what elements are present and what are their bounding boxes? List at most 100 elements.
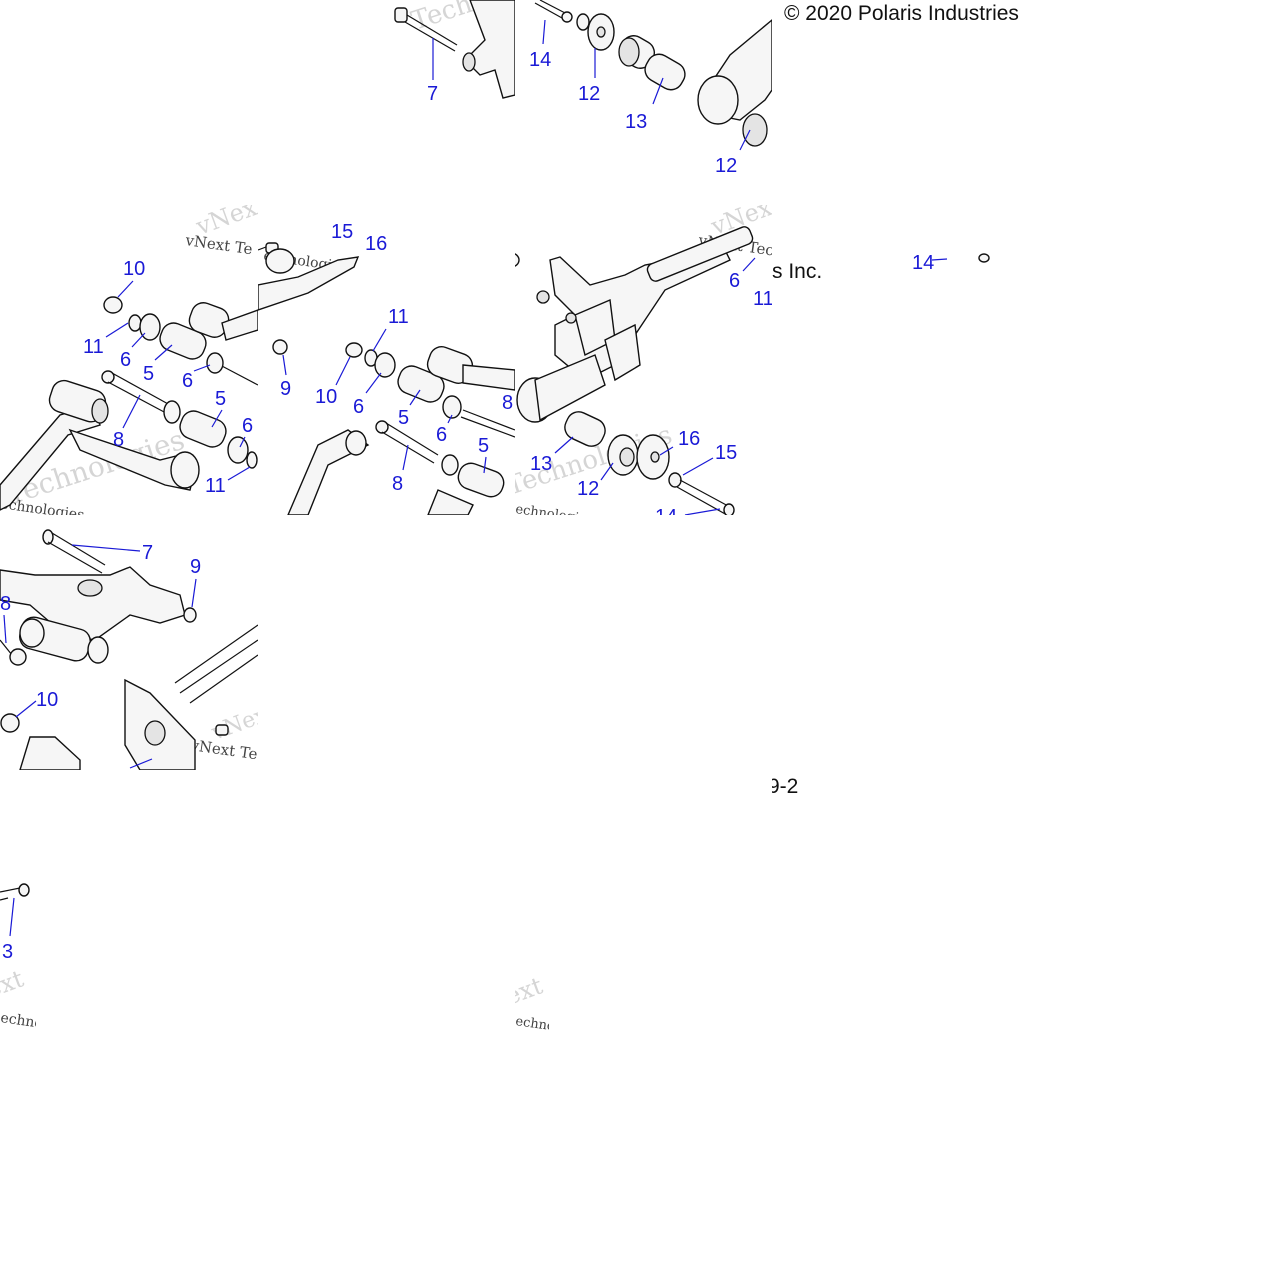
bushing-shape xyxy=(564,411,606,447)
callout-6: 6 xyxy=(353,396,364,418)
tile-page-fragment-art: 9-2 xyxy=(772,775,798,798)
washer-shape xyxy=(441,454,459,476)
arm-shape xyxy=(287,429,474,515)
copyright-text: © 2020 Polaris Industries xyxy=(784,2,1019,25)
callout-5-b: 5 xyxy=(478,435,489,457)
nut-shape xyxy=(183,607,197,623)
tile-right-frame-art: vNext Technologies vNext Technologies ec… xyxy=(515,205,772,515)
bushing-shape xyxy=(618,35,656,69)
leader-line xyxy=(372,328,387,352)
leader-line xyxy=(227,466,251,481)
callout-8: 8 xyxy=(0,593,11,615)
leader-line xyxy=(409,389,421,406)
callout-8-b: 8 xyxy=(502,392,513,414)
watermark-text: echnologies xyxy=(515,502,594,515)
callout-6-b: 6 xyxy=(182,370,193,392)
callout-11: 11 xyxy=(388,306,409,328)
tile-right-fragment: s Inc. 14 xyxy=(772,245,1000,285)
nut-shape xyxy=(515,253,520,267)
leader-line xyxy=(739,129,751,151)
callout-5: 5 xyxy=(398,407,409,429)
bolt-shape xyxy=(42,529,106,574)
leader-line xyxy=(105,322,129,338)
callout-10: 10 xyxy=(315,386,337,408)
callout-15: 15 xyxy=(331,221,353,243)
bolt-tip-shape xyxy=(978,253,990,263)
leader-line xyxy=(131,332,146,348)
leader-line xyxy=(554,436,574,454)
nut-shape xyxy=(103,296,123,314)
watermark-text: ext xyxy=(0,964,28,1003)
washer-shape xyxy=(636,434,670,480)
callout-7: 7 xyxy=(427,83,438,105)
leader-line xyxy=(122,394,141,429)
arm-shape xyxy=(188,302,258,386)
tile-bottom-center-art: ext echno xyxy=(515,975,549,1030)
washer-shape xyxy=(246,451,258,469)
tile-center-arm: echnologies xyxy=(258,205,515,515)
bolt-shape xyxy=(375,420,439,464)
bushing-shape xyxy=(457,462,505,498)
leader-line xyxy=(193,364,211,372)
leader-line xyxy=(652,77,664,105)
tile-bottom-center: ext echno xyxy=(515,975,549,1030)
copyright-fragment: s Inc. xyxy=(772,260,822,283)
callout-7: 7 xyxy=(142,542,153,564)
callout-13: 13 xyxy=(625,111,647,133)
callout-9: 9 xyxy=(280,378,291,400)
callout-11-b: 11 xyxy=(205,475,226,497)
callout-16: 16 xyxy=(678,428,700,450)
leader-line xyxy=(483,456,487,474)
bolt-shape xyxy=(0,639,27,666)
bolt-shape xyxy=(394,7,458,52)
callout-6: 6 xyxy=(729,270,740,292)
callout-13: 13 xyxy=(530,453,552,475)
watermark-text: echno xyxy=(0,1010,36,1030)
plate-shape xyxy=(0,678,229,770)
arm-shape xyxy=(258,248,360,311)
bushing-shape xyxy=(179,410,227,448)
washer-shape xyxy=(374,352,396,378)
watermark-text: echno xyxy=(515,1014,549,1030)
bushing-shape xyxy=(159,322,207,360)
leader-line xyxy=(282,354,287,376)
leader-line xyxy=(931,258,948,261)
leader-line xyxy=(3,614,7,644)
watermark-text: vNext Te xyxy=(183,231,253,258)
tile-page-fragment: 9-2 xyxy=(772,770,812,800)
tile-pivot-bushings-art: 14 12 13 12 xyxy=(529,0,772,177)
bolt-shape xyxy=(534,0,573,23)
arm-shape xyxy=(0,379,200,511)
bolt-shape xyxy=(101,370,171,414)
callout-5: 5 xyxy=(143,363,154,385)
leader-line xyxy=(15,700,37,718)
callout-3: 3 xyxy=(2,941,13,963)
callout-11: 11 xyxy=(83,336,104,358)
callout-8: 8 xyxy=(113,429,124,451)
tile-bottom-left-art: 3 ext echno xyxy=(0,883,36,1030)
bushing-shape xyxy=(607,434,639,476)
callout-5-b: 5 xyxy=(215,388,226,410)
leader-line xyxy=(191,578,197,608)
tile-left-arm-art: vNext Te vNext Technologies echnologies xyxy=(0,205,258,515)
nut-shape xyxy=(272,339,288,355)
callout-14: 14 xyxy=(529,49,551,71)
tile-rear-bolt-art: Techno 7 xyxy=(394,0,515,105)
page-number: 9-2 xyxy=(772,775,798,798)
leader-line xyxy=(682,457,714,476)
callout-15: 15 xyxy=(715,442,737,464)
bolt-shape xyxy=(0,883,30,901)
tile-pivot-bushings: 14 12 13 12 xyxy=(515,0,772,185)
leader-line xyxy=(542,19,546,45)
bolt-shape xyxy=(460,409,515,438)
washer-shape xyxy=(576,13,590,31)
callout-9: 9 xyxy=(190,556,201,578)
callout-10: 10 xyxy=(123,258,145,280)
callout-12-b: 12 xyxy=(715,155,737,177)
leader-line xyxy=(211,409,223,428)
tile-bottom-left: 3 ext echno xyxy=(0,870,36,1030)
washer-shape xyxy=(668,472,682,488)
callout-16: 16 xyxy=(365,233,387,255)
washer-shape xyxy=(139,313,161,341)
